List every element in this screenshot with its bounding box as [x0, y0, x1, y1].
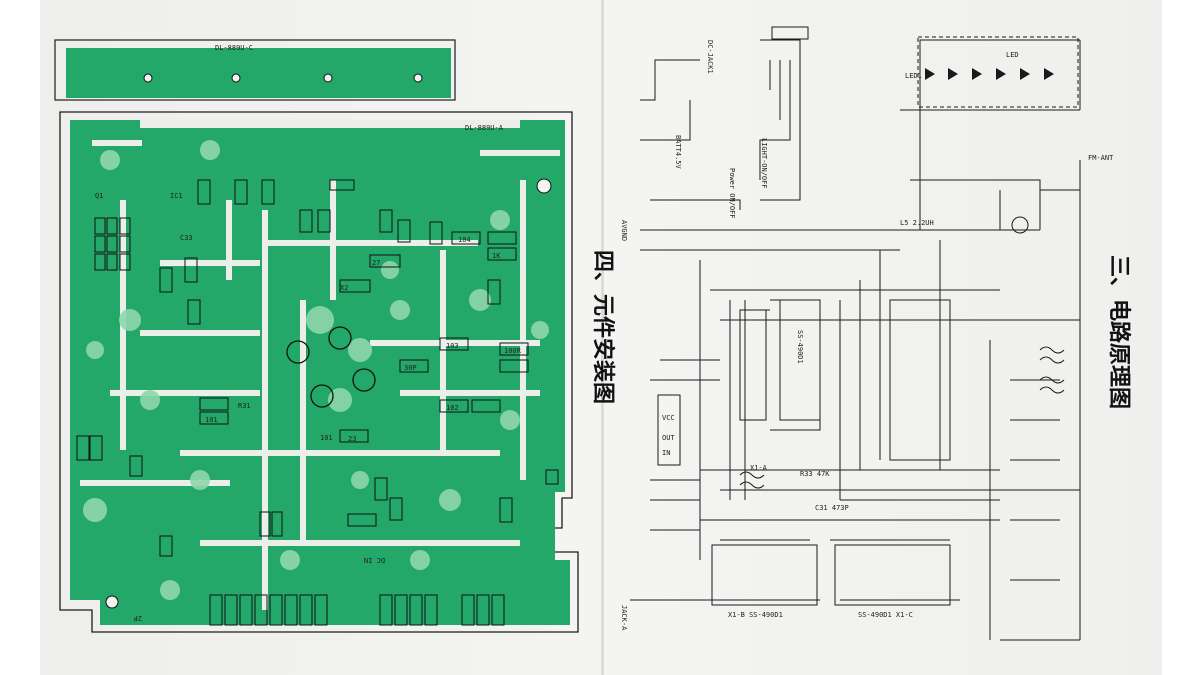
- board-c-outline: [54, 39, 456, 101]
- pcb-part-label: 104: [458, 236, 471, 244]
- pcb-part-label: 30P: [404, 364, 417, 372]
- pcb-part-label: 2P: [134, 614, 142, 622]
- in-label: IN: [662, 449, 670, 457]
- fm-ant-label: FM-ANT: [1088, 154, 1114, 162]
- board-a-label: DL-889U-A: [465, 124, 504, 132]
- pcb-hole-ring: [286, 340, 310, 364]
- left-margin: [0, 0, 40, 675]
- pcb-part-label: R31: [238, 402, 251, 410]
- schematic-vertical-title: 三、电路原理图: [1106, 255, 1132, 409]
- ic-bottom-mid-label: X1-A: [750, 464, 768, 472]
- board-c-hole: [413, 73, 423, 83]
- led-first-label: LED1: [905, 72, 922, 80]
- ic-main-label: SS-490D1: [796, 330, 804, 364]
- schematic-coils: [739, 216, 1065, 489]
- ic-right: [889, 299, 951, 461]
- jack-a-label: JACK-A: [620, 605, 628, 631]
- ic-bottom-left: [711, 544, 818, 606]
- pcb-part-label: 103: [446, 342, 459, 350]
- vcc-label: VCC: [662, 414, 675, 422]
- board-c-label: DL-889U-C: [215, 44, 253, 52]
- power-switch-label: Power ON/OFF: [728, 168, 736, 219]
- pcb-part-label: 100R: [504, 347, 522, 355]
- pcb-part-label: 101: [320, 434, 333, 442]
- board-c-hole: [143, 73, 153, 83]
- pcb-part-label: 27: [372, 259, 380, 267]
- led-diodes: [925, 68, 1054, 80]
- led-group-box: [917, 36, 1079, 108]
- connector-block: [771, 26, 809, 40]
- ic-left: [739, 309, 767, 421]
- l-misc-label: L5 2.2UH: [900, 219, 934, 227]
- ic-small: [657, 394, 681, 466]
- ic-bottom-right: [834, 544, 951, 606]
- light-switch-label: LIGHT-ON/OFF: [760, 138, 768, 189]
- ic-bottom-right-label: SS-490D1 X1-C: [858, 611, 913, 619]
- pcb-mount-hole: [536, 178, 552, 194]
- board-c-copper: [66, 48, 451, 98]
- board-c-hole: [323, 73, 333, 83]
- pcb-hole-ring: [310, 384, 334, 408]
- pcb-part-label: C33: [180, 234, 193, 242]
- dc-jack-label: DC-JACK1: [706, 40, 714, 74]
- pcb-part-label: 1K: [492, 252, 501, 260]
- pcb-pad-blobs: [83, 140, 549, 600]
- right-margin: [1162, 0, 1200, 675]
- pcb-part-label: Q1: [95, 192, 103, 200]
- out-label: OUT: [662, 434, 675, 442]
- pcb-part-label: 102: [446, 404, 459, 412]
- pcb-part-label: 23: [348, 435, 356, 443]
- c-misc-label: C31 473P: [815, 504, 849, 512]
- pcb-part-label: 101: [205, 416, 218, 424]
- pcb-mount-hole: [105, 595, 119, 609]
- ic-main: [779, 299, 821, 421]
- r-misc-label: R33 47K: [800, 470, 830, 478]
- pcb-part-label: X2: [340, 284, 348, 292]
- ic-bottom-left-label: X1-B SS-490D1: [728, 611, 783, 619]
- pcb-component-boxes: [76, 179, 559, 626]
- battery-label: BATT4.5V: [674, 135, 682, 170]
- pcb-hole-ring: [328, 326, 352, 350]
- avgnd-label: AVGND: [620, 220, 628, 241]
- pcb-part-label: IC1: [170, 192, 183, 200]
- schematic-wires: [630, 39, 1081, 641]
- led-group-label: LED: [1006, 51, 1019, 59]
- pcb-vertical-title: 四、元件安装图: [590, 250, 616, 404]
- pcb-part-label: DC IN: [364, 556, 385, 564]
- paper-fold: [601, 0, 604, 675]
- pcb-hole-ring: [352, 368, 376, 392]
- board-c-hole: [231, 73, 241, 83]
